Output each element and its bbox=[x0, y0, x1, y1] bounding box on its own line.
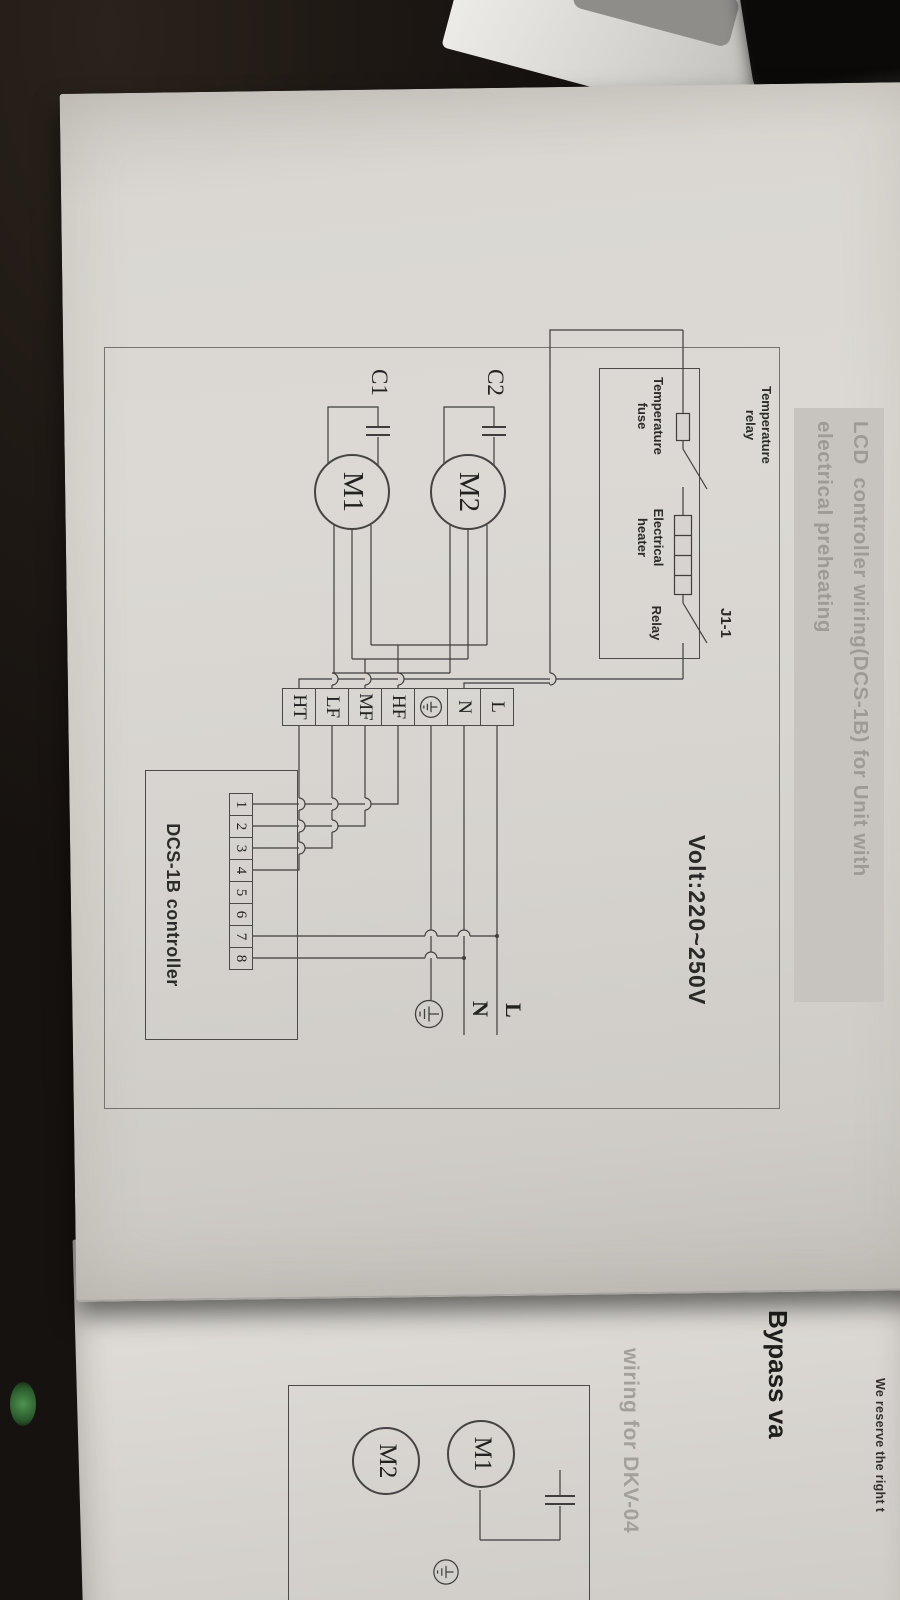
temperature-fuse-label: Temperature fuse bbox=[634, 377, 666, 455]
controller-label: DCS-1B controller bbox=[163, 823, 183, 987]
mains-n-label: N bbox=[468, 1001, 493, 1017]
controller-terminal-1: 1 bbox=[229, 793, 253, 816]
relay-label: Relay bbox=[649, 605, 664, 641]
controller-terminal-row: 1 2 3 4 5 6 7 8 bbox=[229, 793, 253, 970]
wiring-lines bbox=[479, 1470, 575, 1541]
motor-m2-circle: M2 bbox=[352, 1427, 420, 1495]
controller-terminal-3: 3 bbox=[229, 837, 253, 860]
motor-m1-circle: M1 bbox=[314, 454, 390, 530]
terminal-strip: L N HF MF LF HT bbox=[282, 688, 514, 726]
dcs-1b-controller-box: 1 2 3 4 5 6 7 8 DCS-1B controller bbox=[145, 770, 298, 1040]
temperature-relay-label: Temperature relay bbox=[742, 386, 774, 464]
controller-terminal-2: 2 bbox=[229, 815, 253, 838]
motor-m2-circle: M2 bbox=[430, 454, 506, 530]
motor-m1-label: M1 bbox=[337, 471, 369, 513]
manual-page-content: LCD controller wiring(DCS-1B) for Unit w… bbox=[10, 75, 890, 1315]
controller-terminal-5: 5 bbox=[229, 881, 253, 904]
footer-text: We reserve the right t bbox=[873, 1378, 887, 1513]
controller-terminal-8: 8 bbox=[229, 947, 253, 970]
motor-m2-label: M2 bbox=[453, 471, 485, 513]
controller-terminal-4: 4 bbox=[229, 859, 253, 882]
section-title: Bypass va bbox=[763, 1310, 793, 1439]
controller-terminal-7: 7 bbox=[229, 925, 253, 948]
terminal-ht: HT bbox=[282, 688, 316, 726]
terminal-n: N bbox=[447, 688, 481, 726]
mains-l-label: L bbox=[501, 1003, 526, 1018]
capacitor-c1-label: C1 bbox=[367, 369, 392, 396]
controller-terminal-6: 6 bbox=[229, 903, 253, 926]
motor-m2-label: M2 bbox=[374, 1443, 401, 1479]
capacitor-c2-label: C2 bbox=[483, 369, 508, 396]
j1-1-label: J1-1 bbox=[717, 607, 734, 639]
terminal-mf: MF bbox=[348, 688, 382, 726]
wiring-lines bbox=[104, 329, 780, 1109]
page-below-content: We reserve the right t Bypass va wiring … bbox=[85, 1300, 887, 1600]
ground-icon bbox=[433, 1559, 459, 1585]
terminal-ground bbox=[414, 688, 448, 726]
ground-icon bbox=[419, 695, 443, 719]
terminal-lf: LF bbox=[315, 688, 349, 726]
terminal-l: L bbox=[480, 688, 514, 726]
desk-green-spot bbox=[10, 1382, 36, 1426]
gray-banner-text: wiring for DKV-04 bbox=[619, 1348, 642, 1534]
terminal-hf: HF bbox=[381, 688, 415, 726]
electrical-heater-label: Electrical heater bbox=[634, 508, 666, 567]
